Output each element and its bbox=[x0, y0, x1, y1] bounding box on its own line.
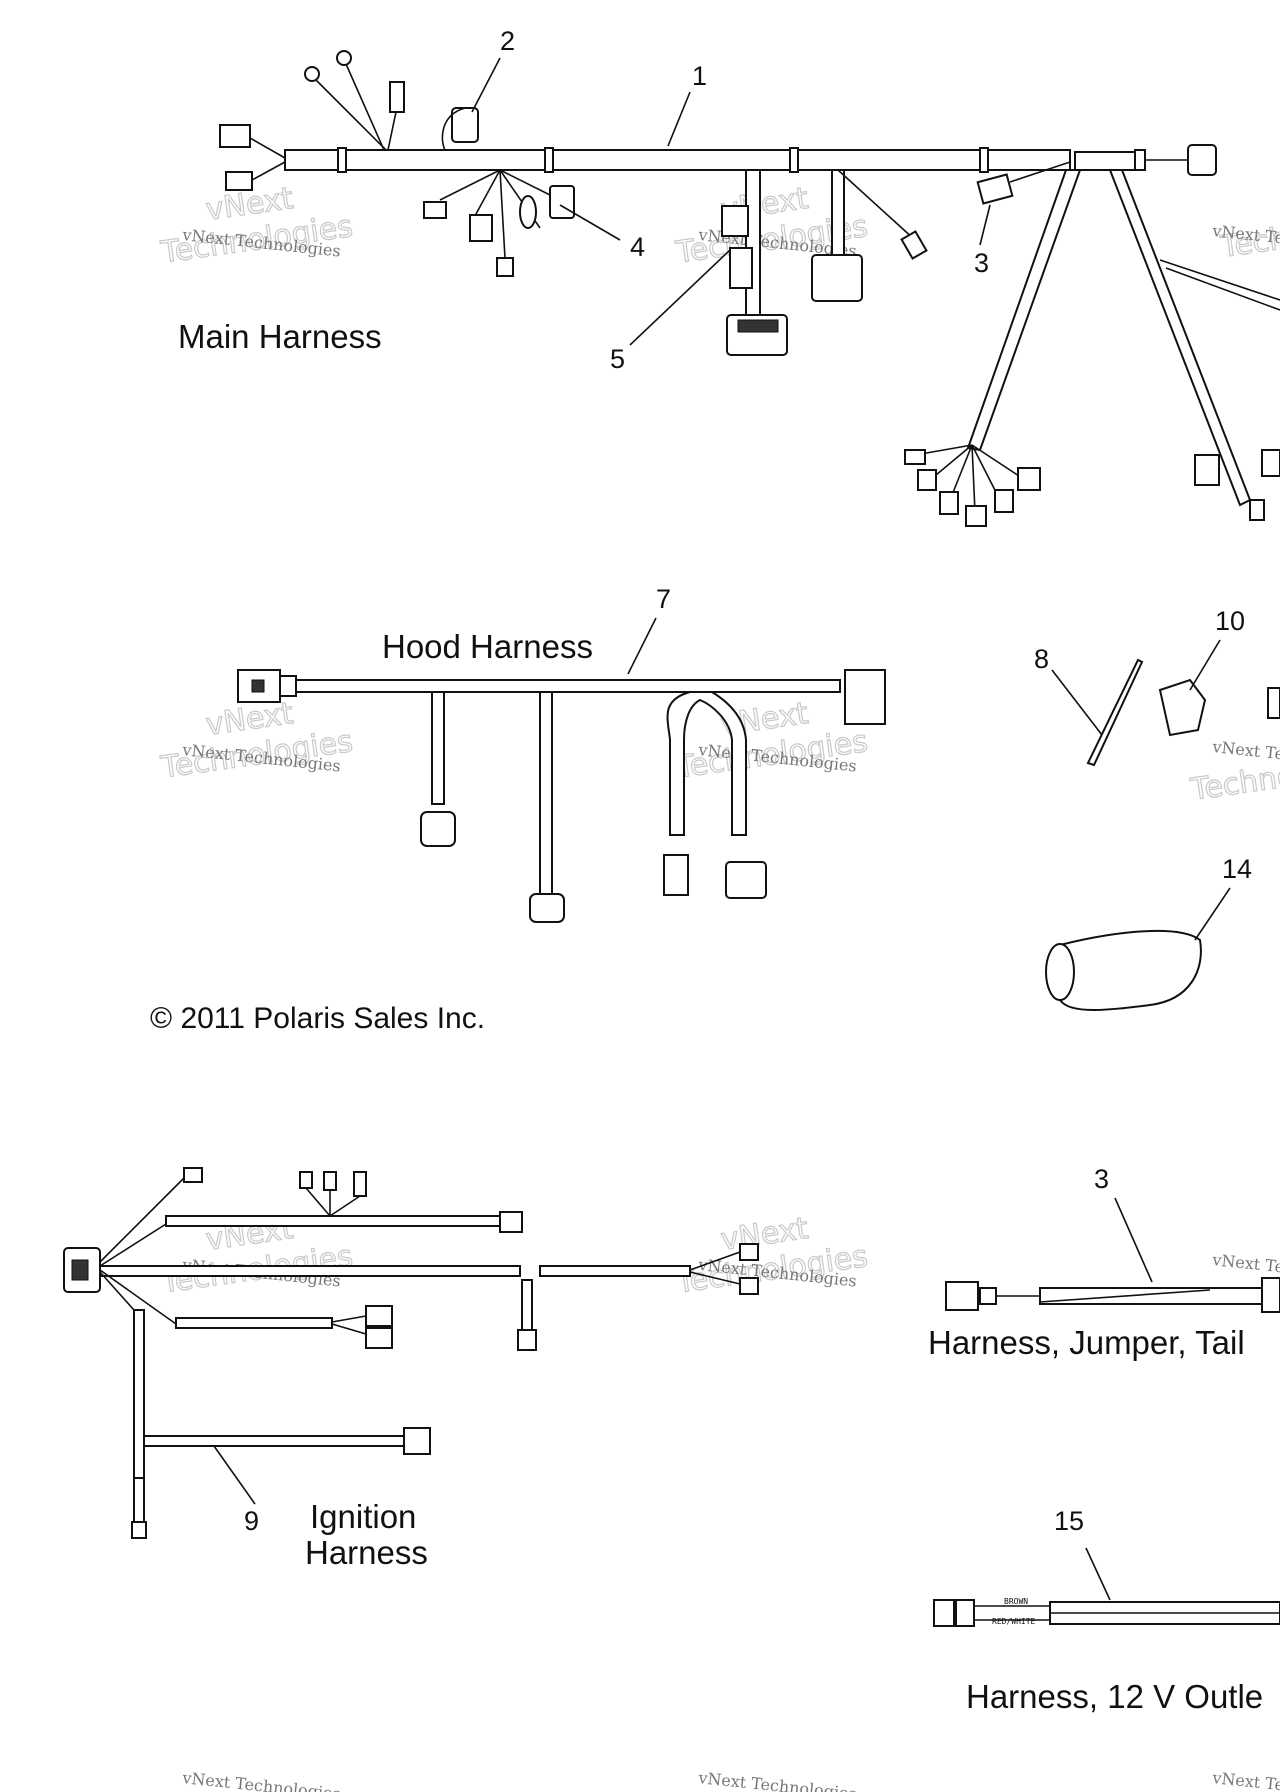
callout-11: 10 bbox=[1215, 606, 1245, 636]
outlet-harness-drawing: BROWN RED/WHITE bbox=[933, 1597, 1280, 1627]
hood-drop-connector-3 bbox=[663, 854, 689, 896]
hood-left-connector bbox=[237, 669, 281, 703]
ignition-trunk bbox=[99, 1265, 521, 1277]
main-end-connector bbox=[1187, 144, 1217, 176]
ring-terminal-1 bbox=[304, 66, 320, 82]
callout-8: 8 bbox=[1034, 644, 1049, 674]
watermark-small-10: vNext Technologies bbox=[181, 1768, 342, 1792]
main-trunk bbox=[284, 149, 1071, 171]
ring-terminal-2 bbox=[336, 50, 352, 66]
callout-1: 1 bbox=[692, 61, 707, 91]
ignition-title-line-1: Ignition bbox=[310, 1498, 416, 1535]
hood-drop-connector-1 bbox=[420, 811, 456, 847]
hood-right-connector bbox=[844, 669, 886, 725]
outlet-title: Harness, 12 V Outle bbox=[966, 1678, 1263, 1715]
ignition-title-line-2: Harness bbox=[305, 1534, 428, 1571]
callout-10: 9 bbox=[244, 1506, 259, 1536]
jumper-harness-drawing bbox=[945, 1277, 1280, 1313]
ignition-harness-drawing bbox=[63, 1167, 759, 1539]
main-left-connector-1 bbox=[219, 124, 251, 148]
main-branch-left bbox=[966, 169, 1082, 452]
part-11-clip bbox=[1158, 678, 1207, 737]
callout-5: 5 bbox=[610, 344, 625, 374]
part-14-sleeve bbox=[1059, 929, 1202, 1011]
jumper-left-connector bbox=[945, 1281, 979, 1311]
main-harness-drawing bbox=[219, 50, 1280, 527]
callout-3: 3 bbox=[974, 248, 989, 278]
hood-trunk bbox=[295, 679, 841, 693]
hood-drop-connector-4 bbox=[725, 861, 767, 899]
main-left-connector-2 bbox=[225, 171, 253, 191]
callout-7: 7 bbox=[656, 584, 671, 614]
hood-drop-connector-2 bbox=[529, 893, 565, 923]
callout-2: 2 bbox=[500, 26, 515, 56]
callout-15: 15 bbox=[1054, 1506, 1084, 1536]
wire-label-red-white: RED/WHITE bbox=[992, 1617, 1036, 1626]
watermark-small-11: vNext Technologies bbox=[697, 1768, 858, 1792]
wire-label-brown: BROWN bbox=[1004, 1597, 1028, 1606]
main-top-connector-a bbox=[389, 81, 405, 113]
main-branch-right bbox=[1108, 169, 1252, 507]
outlet-left-connector bbox=[933, 1599, 955, 1627]
jumper-title: Harness, Jumper, Tail bbox=[928, 1324, 1245, 1361]
main-mid-connector bbox=[811, 254, 863, 302]
watermark-small-12: vNext Technologies bbox=[1211, 1768, 1280, 1792]
main-harness-title: Main Harness bbox=[178, 318, 382, 355]
callout-14: 14 bbox=[1222, 854, 1252, 884]
main-leaders bbox=[471, 57, 991, 346]
hood-harness-drawing bbox=[237, 669, 886, 923]
part-8-tie bbox=[1086, 658, 1144, 767]
small-parts bbox=[1045, 639, 1280, 1011]
copyright-text: © 2011 Polaris Sales Inc. bbox=[150, 1002, 485, 1035]
connector-item-3 bbox=[976, 173, 1014, 205]
connector-item-2 bbox=[451, 107, 479, 143]
callout-4: 4 bbox=[630, 232, 645, 262]
hood-harness-title: Hood Harness bbox=[382, 628, 593, 665]
callout-9: 3 bbox=[1094, 1164, 1109, 1194]
jumper-wire bbox=[1039, 1287, 1280, 1305]
